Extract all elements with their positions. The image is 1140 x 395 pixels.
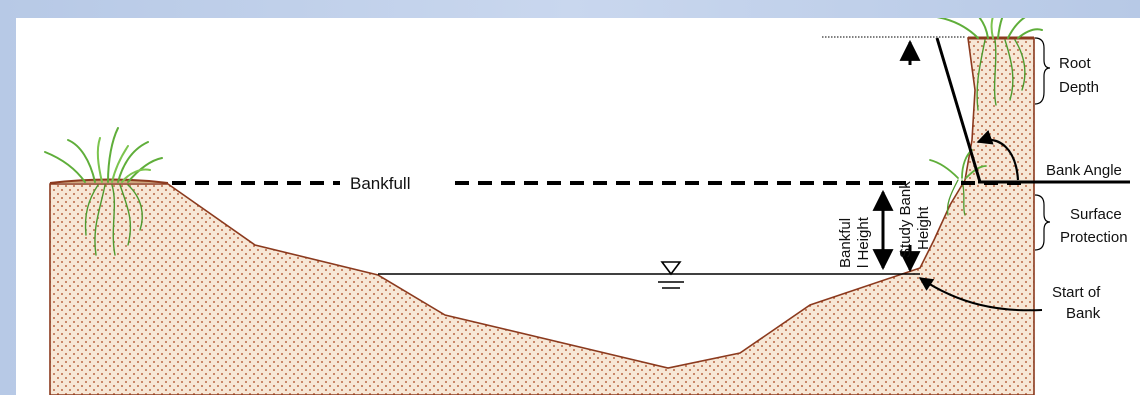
- study-bank-height-line2: Height: [915, 206, 932, 250]
- bankfull-height-line2: l Height: [855, 216, 872, 268]
- surface-protection-brace: [1034, 194, 1051, 251]
- bankfull-height-label: Bankful l Height: [837, 214, 872, 268]
- start-of-bank-line1: Start of: [1052, 284, 1101, 301]
- slide-canvas: Bankfull Bankful l Height Study Bank Hei…: [16, 18, 1140, 395]
- bank-face-line: [935, 37, 982, 183]
- bank-angle-label: Bank Angle: [1046, 162, 1122, 179]
- start-of-bank-line2: Bank: [1066, 305, 1101, 322]
- water-level-icon: [658, 261, 684, 289]
- soil-cross-section: [49, 37, 1035, 395]
- slope-grass-tuft-icon: [929, 149, 987, 216]
- left-grass-tuft-icon: [44, 127, 163, 256]
- root-depth-line2: Depth: [1059, 79, 1099, 96]
- right-grass-tuft-icon: [936, 18, 1043, 111]
- surface-protection-label: Surface Protection: [1060, 206, 1128, 246]
- bank-angle-arc-arrow: [976, 130, 1020, 181]
- stream-cross-section-diagram: Bankfull Bankful l Height Study Bank Hei…: [44, 18, 1130, 395]
- surface-protection-line2: Protection: [1060, 229, 1128, 246]
- bankfull-height-line1: Bankful: [837, 218, 854, 268]
- study-bank-height-label: Study Bank Height: [897, 177, 932, 258]
- bankfull-label: Bankfull: [350, 174, 410, 193]
- start-of-bank-label: Start of Bank: [1052, 284, 1105, 322]
- root-depth-label: Root Depth: [1059, 55, 1099, 96]
- study-bank-height-line1: Study Bank: [897, 181, 914, 258]
- start-of-bank-pointer: [918, 277, 1043, 312]
- root-depth-brace: [1034, 37, 1051, 105]
- surface-protection-line1: Surface: [1070, 206, 1122, 223]
- root-depth-line1: Root: [1059, 55, 1092, 72]
